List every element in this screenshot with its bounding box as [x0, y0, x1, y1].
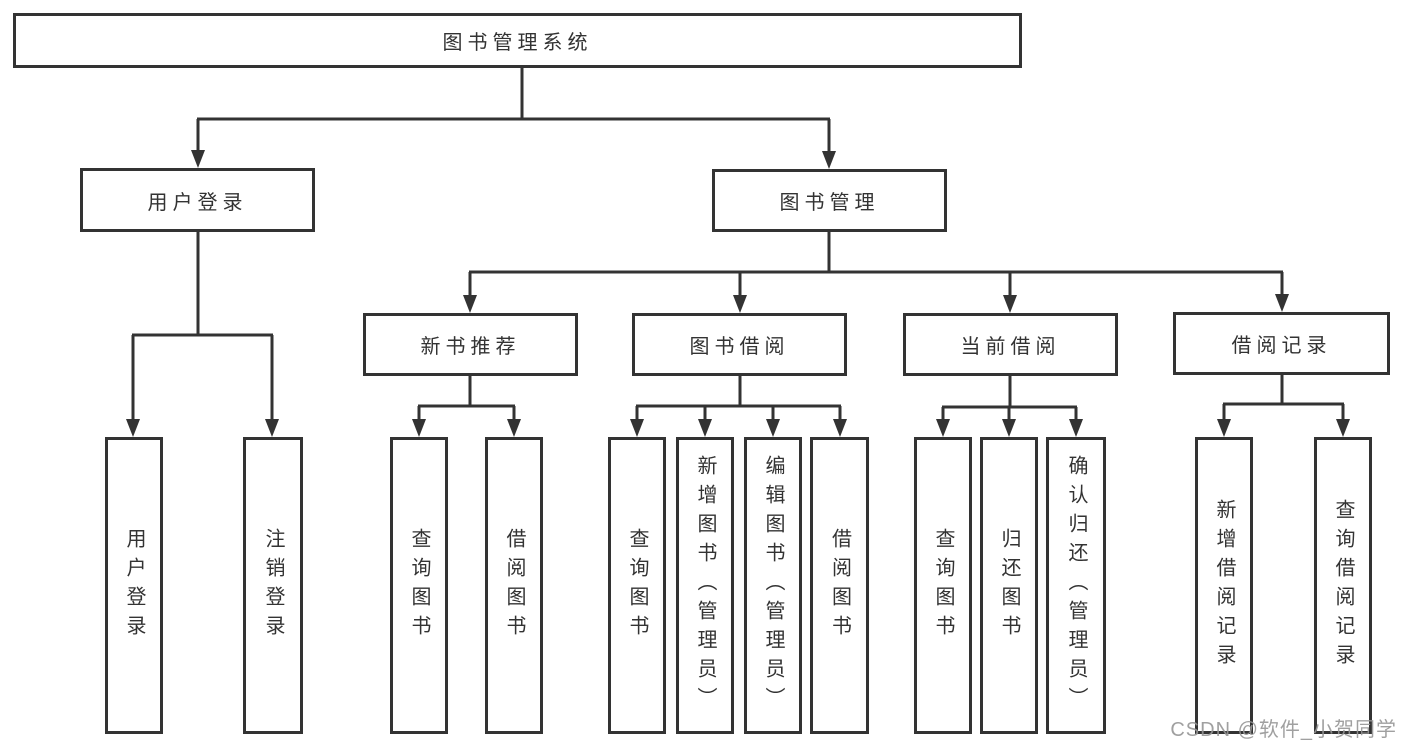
node-user-login: 用户登录	[80, 168, 315, 232]
leaf-user-login-label: 用户登录	[123, 527, 145, 644]
leaf-add-books-admin-label: 新增图书（管理员）	[694, 455, 716, 716]
leaf-confirm-return-admin: 确认归还（管理员）	[1046, 437, 1106, 734]
node-book-management-label: 图书管理	[779, 192, 880, 214]
leaf-query-books-current-label: 查询图书	[932, 527, 954, 644]
leaf-user-login: 用户登录	[105, 437, 163, 734]
csdn-watermark: CSDN @软件_小贺同学	[1170, 719, 1397, 741]
node-user-login-label: 用户登录	[147, 191, 248, 214]
leaf-query-books-borrow-label: 查询图书	[626, 527, 648, 644]
leaf-logout-label: 注销登录	[262, 527, 284, 644]
leaf-query-books-current: 查询图书	[914, 437, 972, 734]
node-book-borrow-label: 图书借阅	[689, 336, 790, 358]
leaf-query-books-recommend-label: 查询图书	[408, 527, 430, 644]
leaf-logout: 注销登录	[243, 437, 303, 734]
arrowheads	[126, 150, 1350, 437]
node-library-system-label: 图书管理系统	[442, 32, 593, 54]
node-new-book-recommend: 新书推荐	[363, 313, 578, 376]
node-current-borrow: 当前借阅	[903, 313, 1118, 376]
node-new-book-recommend-label: 新书推荐	[420, 336, 521, 358]
leaf-edit-books-admin-label: 编辑图书（管理员）	[762, 455, 784, 716]
leaf-add-borrow-record: 新增借阅记录	[1195, 437, 1253, 734]
node-borrow-records: 借阅记录	[1173, 312, 1390, 375]
leaf-return-books: 归还图书	[980, 437, 1038, 734]
leaf-borrow-books-label: 借阅图书	[828, 527, 851, 644]
leaf-borrow-books-recommend-label: 借阅图书	[503, 527, 525, 644]
node-book-borrow: 图书借阅	[632, 313, 847, 376]
leaf-confirm-return-admin-label: 确认归还（管理员）	[1065, 455, 1087, 716]
leaf-add-books-admin: 新增图书（管理员）	[676, 437, 734, 734]
leaf-query-borrow-record: 查询借阅记录	[1314, 437, 1372, 734]
node-book-management: 图书管理	[712, 169, 947, 232]
leaf-add-borrow-record-label: 新增借阅记录	[1213, 498, 1235, 673]
leaf-borrow-books: 借阅图书	[810, 437, 869, 734]
node-current-borrow-label: 当前借阅	[960, 336, 1061, 358]
node-borrow-records-label: 借阅记录	[1231, 335, 1332, 357]
leaf-query-books-borrow: 查询图书	[608, 437, 666, 734]
node-library-system: 图书管理系统	[13, 13, 1022, 68]
leaf-query-borrow-record-label: 查询借阅记录	[1332, 498, 1354, 673]
leaf-edit-books-admin: 编辑图书（管理员）	[744, 437, 802, 734]
leaf-borrow-books-recommend: 借阅图书	[485, 437, 543, 734]
leaf-return-books-label: 归还图书	[998, 527, 1020, 644]
leaf-query-books-recommend: 查询图书	[390, 437, 448, 734]
